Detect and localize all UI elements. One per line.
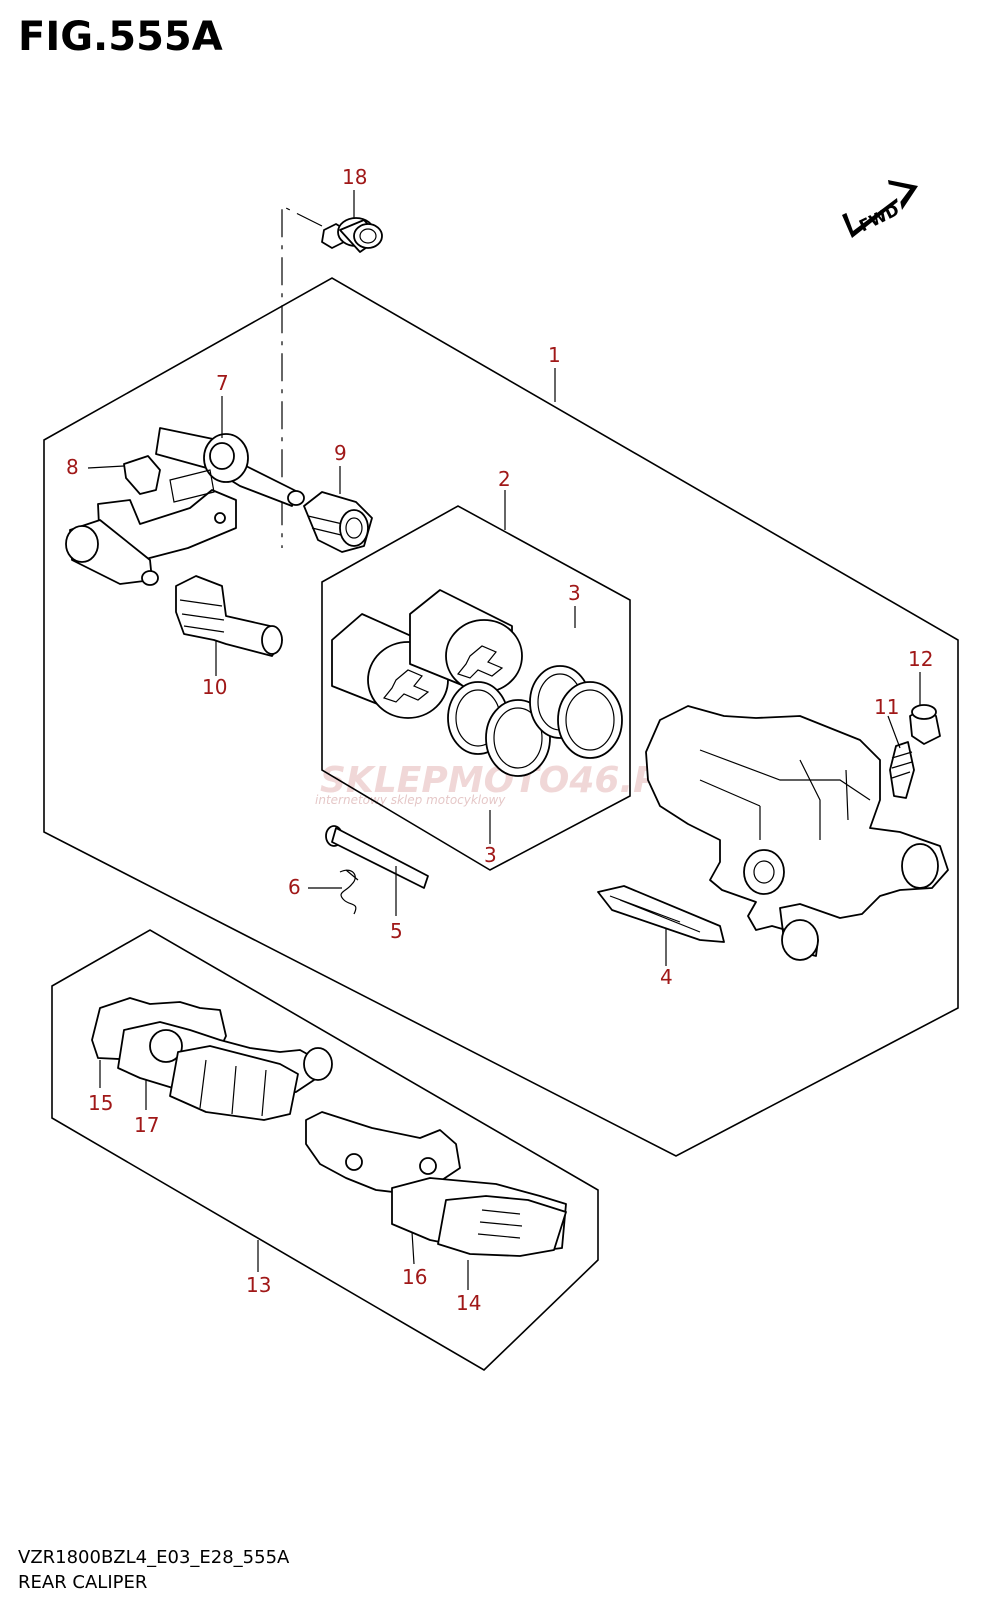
bleeder-valve-icon [889,741,915,799]
callout-9: 9 [334,441,347,465]
brake-pad-icon [169,1045,299,1121]
bolt-icon [321,217,383,253]
watermark-sub: internetowy sklep motocyklowy [315,793,506,807]
figure-title: FIG.555A [18,14,223,60]
callout-18: 18 [342,165,367,189]
callout-14: 14 [456,1291,481,1315]
caliper-body-icon [645,705,949,961]
caliper-assembly-outline [43,277,959,1157]
callout-1: 1 [548,343,561,367]
callout-6: 6 [288,875,301,899]
callout-3-upper: 3 [568,581,581,605]
slide-pin-icon [175,575,283,657]
pad-spring-icon [597,885,725,943]
pad-shim-plate-icon [437,1195,567,1257]
callout-2: 2 [498,467,511,491]
callout-labels: 1 2 3 3 4 5 6 7 8 9 10 11 12 13 14 15 16… [66,165,933,1315]
callout-13: 13 [246,1273,271,1297]
clip-icon [339,869,359,915]
seals-icon [447,665,623,777]
boot-icon [303,491,373,553]
slide-pin-bracket [65,427,305,586]
brake-pad-lower-icon [305,1111,461,1195]
callout-5: 5 [390,919,403,943]
callout-7: 7 [216,371,229,395]
figure-name: REAR CALIPER [18,1572,148,1593]
callout-8: 8 [66,455,79,479]
fwd-arrow-icon: FWD [842,180,918,238]
pistons-icon [331,589,523,719]
pad-pin-icon [325,825,429,889]
callout-12: 12 [908,647,933,671]
leader-lines [87,190,921,1290]
callout-16: 16 [402,1265,427,1289]
callout-10: 10 [202,675,227,699]
callout-15: 15 [88,1091,113,1115]
callout-4: 4 [660,965,673,989]
brake-pad-group-outline [51,929,599,1371]
bleeder-cap-icon [909,704,941,745]
callout-11: 11 [874,695,899,719]
callout-3-lower: 3 [484,843,497,867]
piston-group-outline [321,505,631,871]
bolt-guide-line [281,205,323,548]
figure-code: VZR1800BZL4_E03_E28_555A [18,1547,290,1568]
callout-17: 17 [134,1113,159,1137]
